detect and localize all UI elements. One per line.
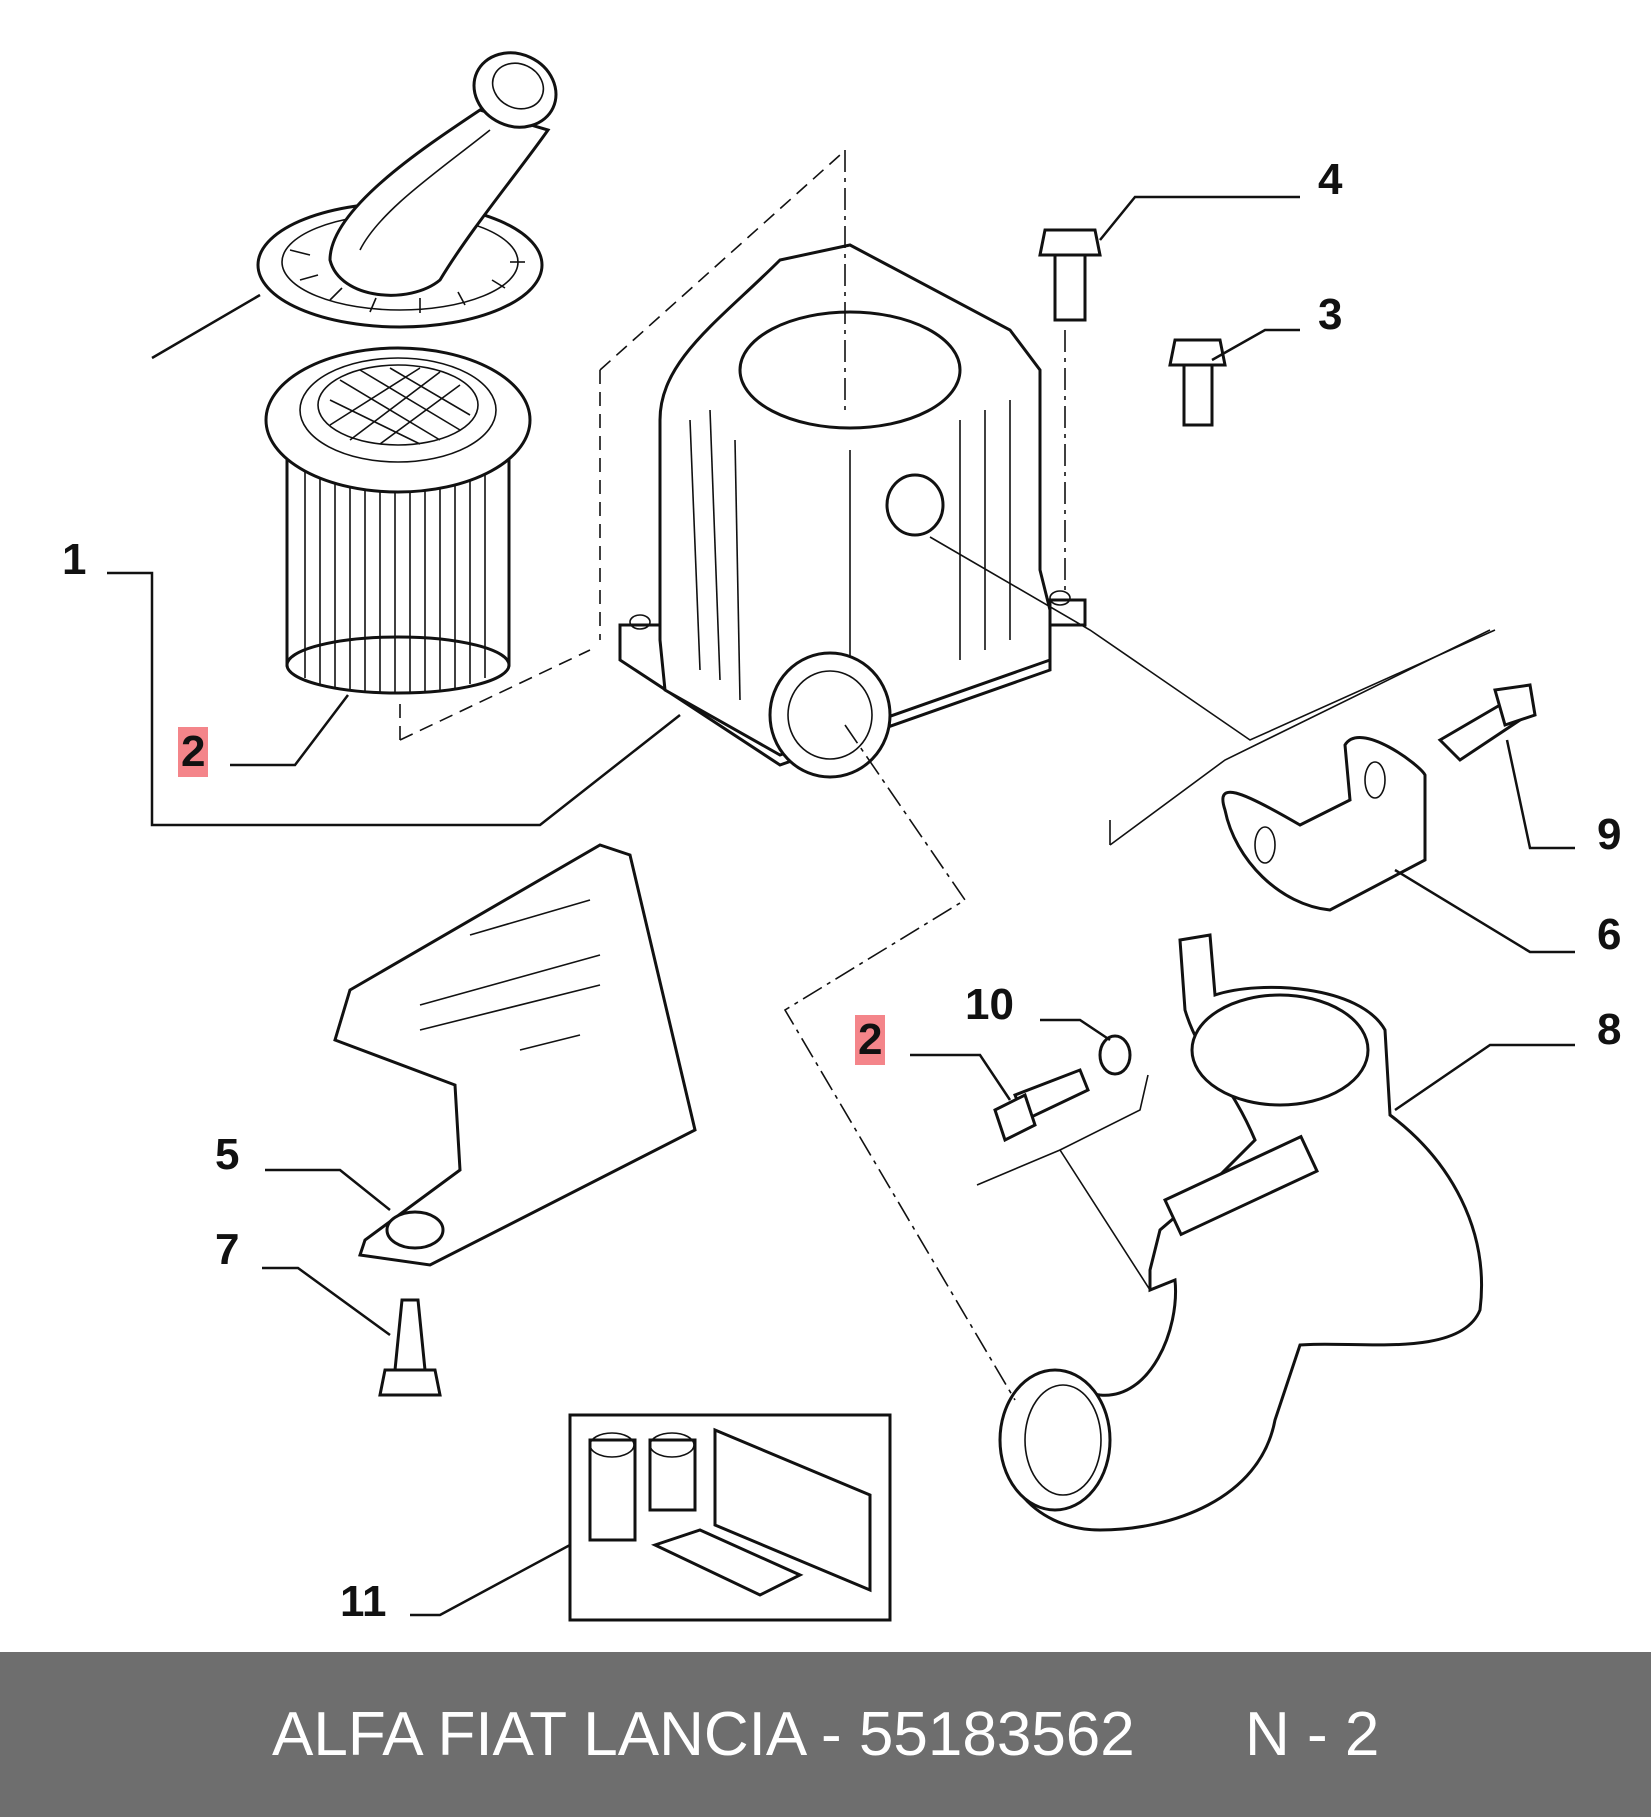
callout-2-upper: 2 (178, 727, 209, 777)
callout-8: 8 (1597, 1005, 1622, 1054)
screw-part-9 (1437, 683, 1537, 762)
washer-part-10 (1098, 1034, 1132, 1076)
sheet-reference: N - 2 (1245, 1700, 1380, 1769)
callout-7: 7 (215, 1225, 240, 1274)
callout-9: 9 (1597, 810, 1622, 859)
bolt-part-4 (1038, 228, 1102, 322)
callout-4: 4 (1318, 155, 1343, 204)
callout-2-lower: 2 (855, 1015, 886, 1065)
bolt-part-3 (1168, 338, 1227, 427)
parts-diagram (107, 51, 1575, 1622)
callout-10: 10 (965, 980, 1014, 1029)
air-box-housing-part (618, 243, 1087, 779)
intake-duct-part-8 (998, 933, 1483, 1532)
air-filter-element-part (264, 346, 532, 695)
bracket-part-6 (1221, 736, 1427, 912)
callout-11: 11 (340, 1577, 387, 1626)
assembly-dashed-lines (399, 150, 1066, 1401)
bolt-part-2-lower (993, 1068, 1090, 1143)
heat-shield-part-5 (333, 843, 697, 1267)
footer-bar: ALFA FIAT LANCIA - 55183562 N - 2 (0, 1652, 1651, 1817)
leader-lines (107, 195, 1575, 1617)
part-number-title: ALFA FIAT LANCIA - 55183562 (272, 1700, 1135, 1769)
callout-5: 5 (215, 1130, 240, 1179)
intake-cover-part (256, 51, 558, 329)
callout-1: 1 (62, 535, 87, 584)
callout-6: 6 (1597, 910, 1622, 959)
screw-part-7 (378, 1298, 442, 1397)
service-kit-part-11 (568, 1413, 892, 1622)
callout-3: 3 (1318, 290, 1343, 339)
